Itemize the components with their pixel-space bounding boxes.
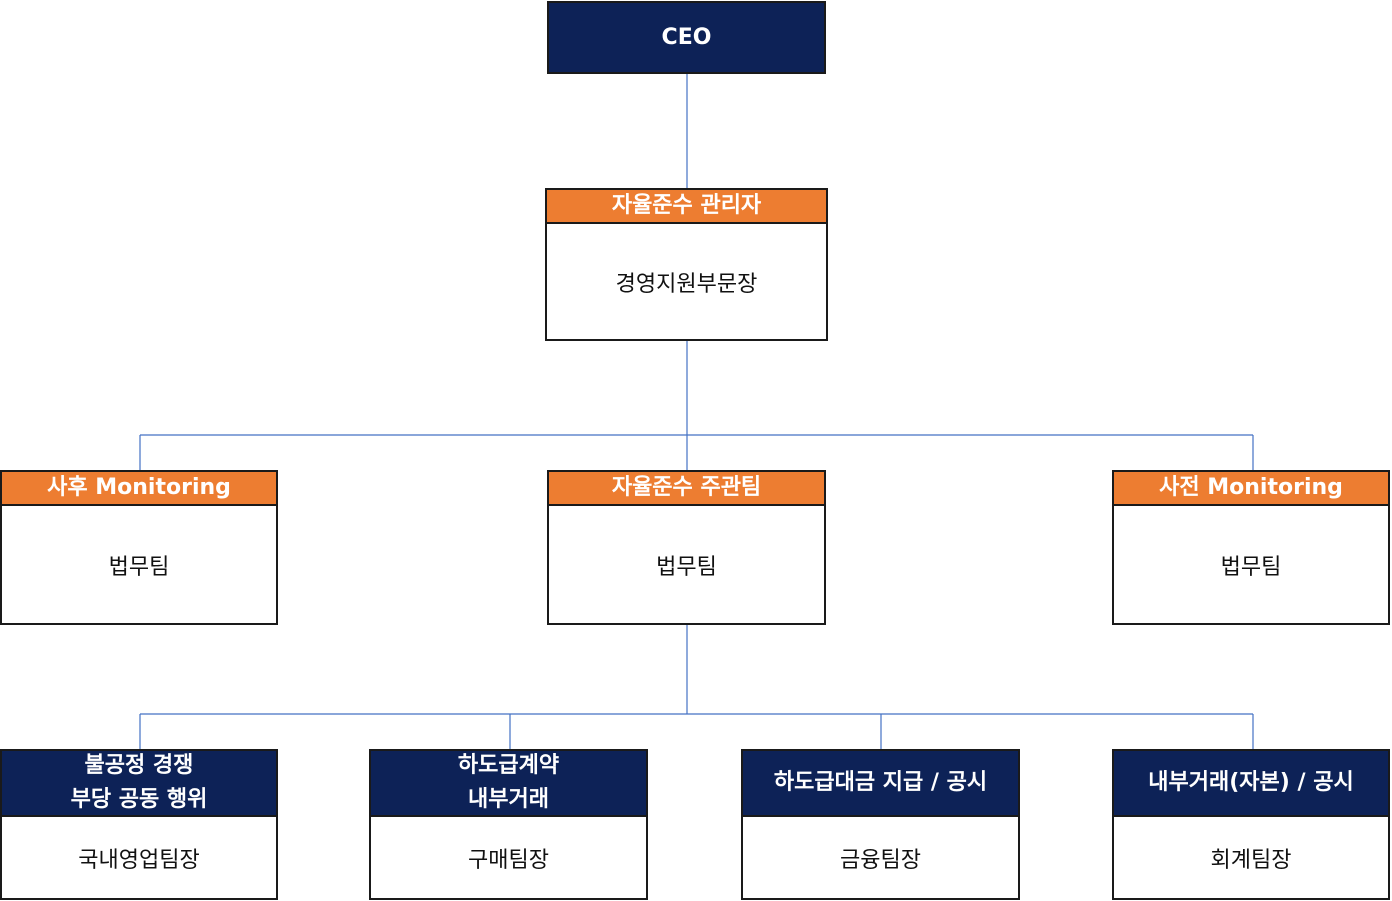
post-monitoring-box: 사후 Monitoring 법무팀 bbox=[0, 470, 278, 625]
post-monitoring-holder: 법무팀 bbox=[108, 554, 170, 580]
subcontract-box: 하도급계약 내부거래 구매팀장 bbox=[369, 749, 648, 900]
compliance-lead-team-holder: 법무팀 bbox=[656, 554, 717, 580]
unfair-competition-holder: 국내영업팀장 bbox=[78, 847, 200, 873]
compliance-lead-team-box: 자율준수 주관팀 법무팀 bbox=[547, 470, 826, 625]
internal-transaction-title: 내부거래(자본) / 공시 bbox=[1114, 751, 1388, 817]
subcontract-holder: 구매팀장 bbox=[468, 847, 549, 873]
ceo-label: CEO bbox=[661, 25, 712, 50]
unfair-competition-box: 불공정 경쟁 부당 공동 행위 국내영업팀장 bbox=[0, 749, 278, 900]
post-monitoring-title: 사후 Monitoring bbox=[2, 472, 276, 506]
compliance-manager-holder: 경영지원부문장 bbox=[615, 271, 758, 297]
subcontract-payment-title: 하도급대금 지급 / 공시 bbox=[743, 751, 1018, 817]
internal-transaction-holder: 회계팀장 bbox=[1210, 847, 1292, 873]
pre-monitoring-holder: 법무팀 bbox=[1220, 554, 1282, 580]
pre-monitoring-box: 사전 Monitoring 법무팀 bbox=[1112, 470, 1390, 625]
pre-monitoring-title: 사전 Monitoring bbox=[1114, 472, 1388, 506]
subcontract-title: 하도급계약 내부거래 bbox=[371, 751, 646, 817]
compliance-lead-team-title: 자율준수 주관팀 bbox=[549, 472, 824, 506]
compliance-manager-box: 자율준수 관리자 경영지원부문장 bbox=[545, 188, 828, 341]
compliance-manager-title: 자율준수 관리자 bbox=[547, 190, 826, 224]
unfair-competition-title: 불공정 경쟁 부당 공동 행위 bbox=[2, 751, 276, 817]
subcontract-payment-box: 하도급대금 지급 / 공시 금융팀장 bbox=[741, 749, 1020, 900]
internal-transaction-box: 내부거래(자본) / 공시 회계팀장 bbox=[1112, 749, 1390, 900]
ceo-box: CEO bbox=[547, 1, 826, 74]
subcontract-payment-holder: 금융팀장 bbox=[840, 847, 921, 873]
